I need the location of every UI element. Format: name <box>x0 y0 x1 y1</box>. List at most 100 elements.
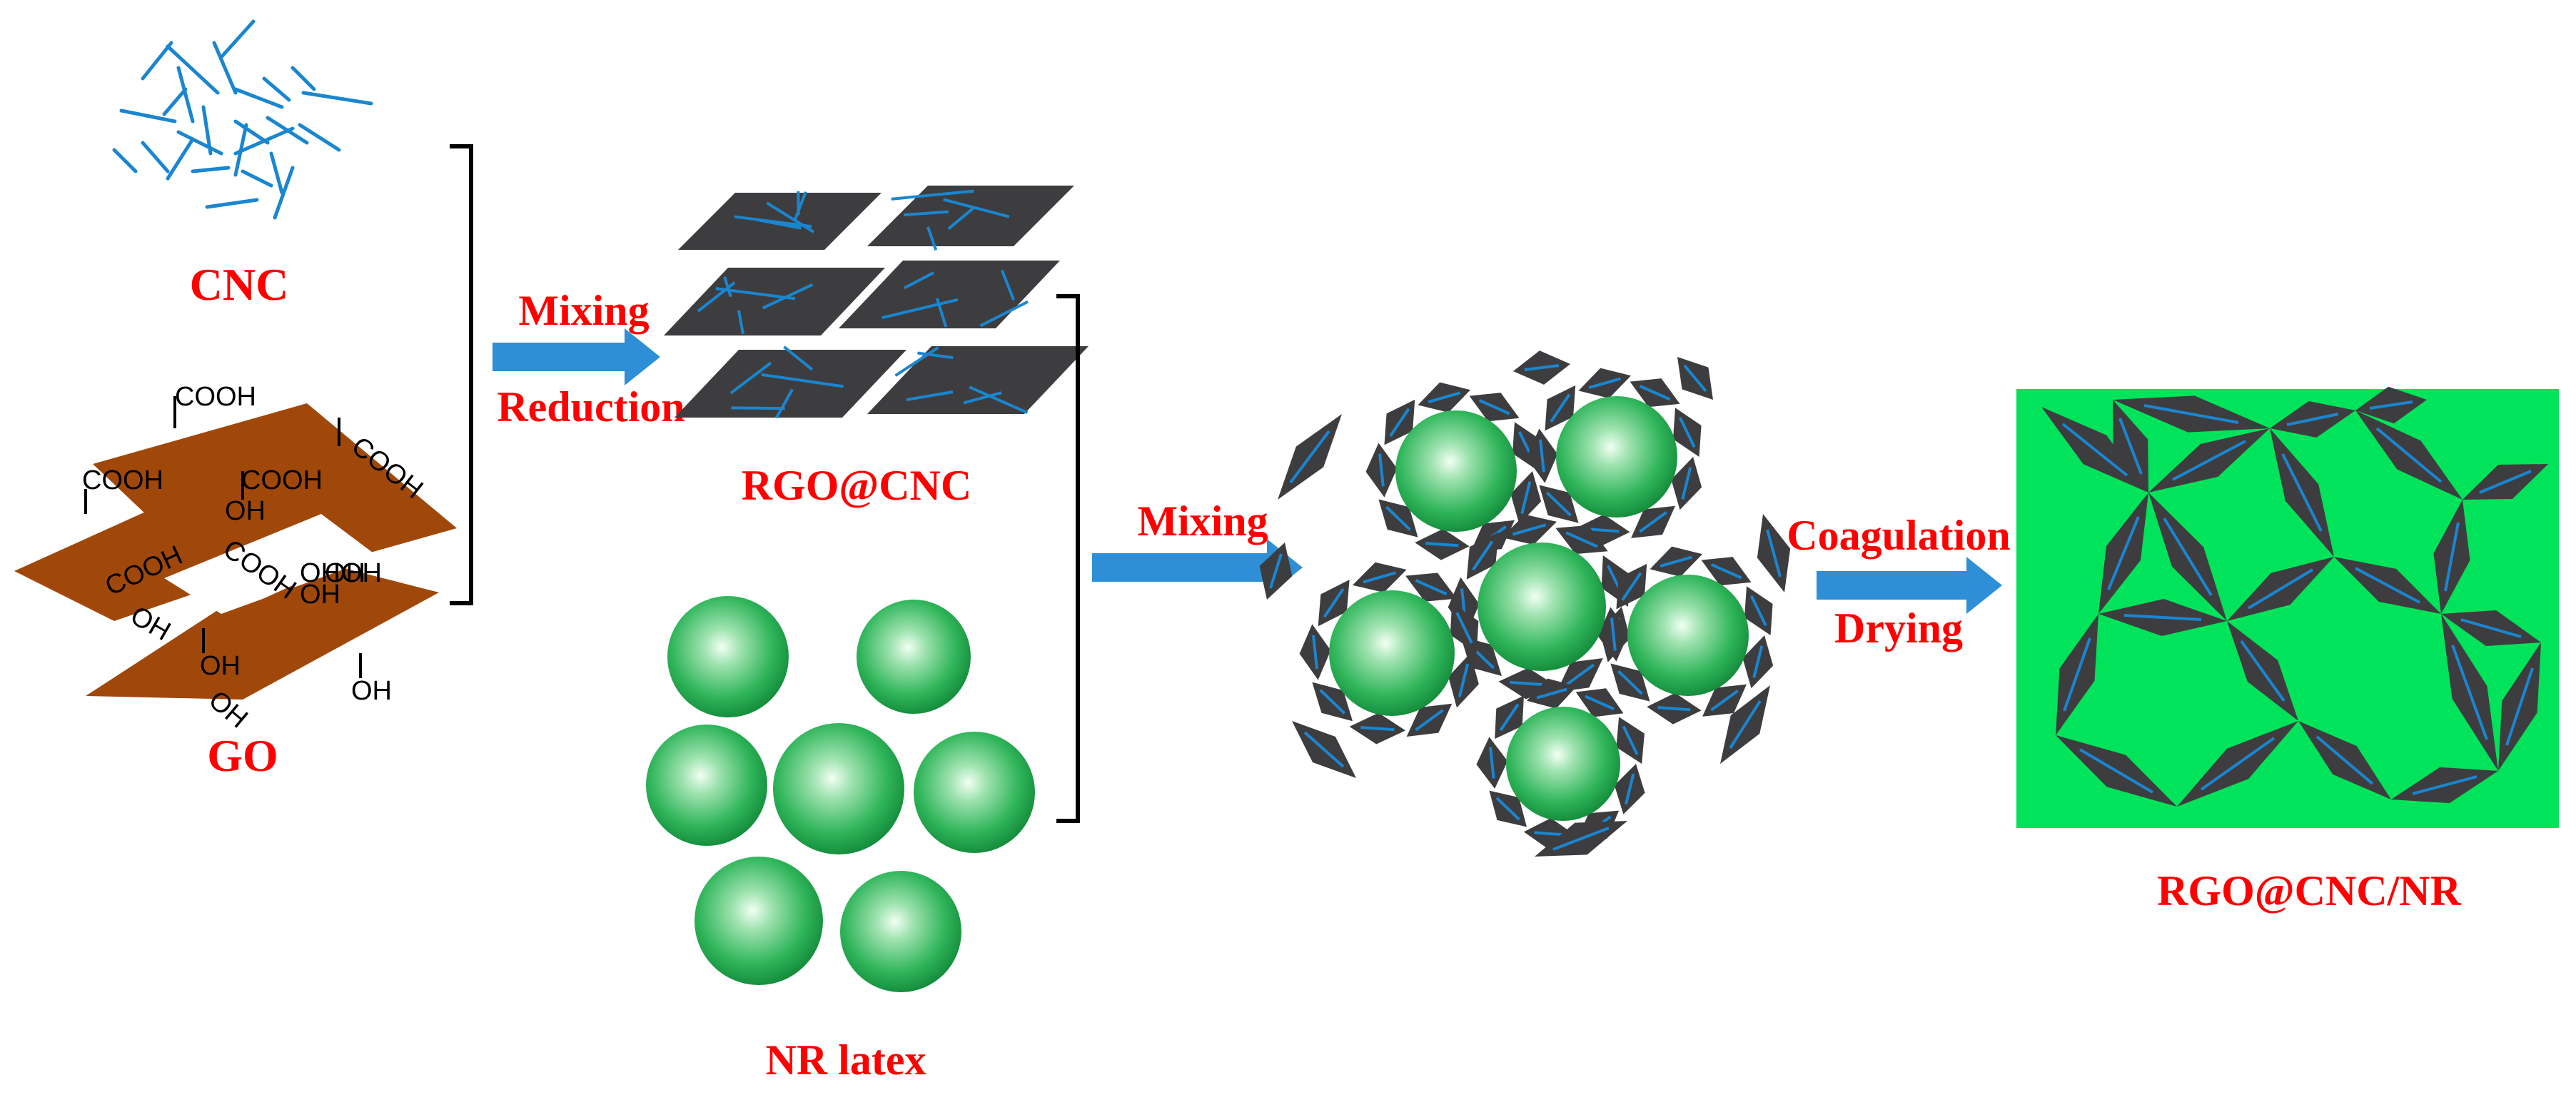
cnc-rod <box>1458 663 1470 697</box>
oh-group: OH <box>325 558 365 588</box>
go-label: GO <box>207 730 278 781</box>
cnc-rod <box>894 346 939 377</box>
final-composite-label: RGO@CNC/NR <box>2157 867 2461 914</box>
cnc-rod <box>212 41 238 95</box>
cnc-rod <box>1319 689 1346 715</box>
cnc-rod <box>2143 404 2239 424</box>
cnc-rod <box>241 169 273 188</box>
cnc-rod <box>1622 725 1639 755</box>
coated-latex-particle <box>1478 543 1606 671</box>
rgo-cnc-network <box>2041 386 2548 807</box>
cnc-rod <box>1385 505 1411 531</box>
cnc-nanocrystals <box>112 19 373 220</box>
bracket-left <box>450 144 473 605</box>
cnc-rod <box>2505 667 2534 746</box>
cnc-rod <box>1565 531 1598 548</box>
cnc-rod <box>1534 831 1566 837</box>
oh-group: OH <box>300 580 340 610</box>
bracket-right <box>1056 294 1080 823</box>
cnc-rod <box>904 271 934 290</box>
cnc-rod <box>1586 528 1620 533</box>
cnc-rod <box>2107 516 2140 590</box>
cnc-rod <box>291 66 316 91</box>
cnc-rod <box>1536 687 1567 700</box>
cnc-rod <box>969 385 1029 414</box>
cnc-rod <box>793 191 807 222</box>
cnc-rod <box>1660 555 1692 568</box>
cnc-rod <box>1766 529 1782 577</box>
cnc-rod <box>1539 439 1545 473</box>
cnc-rod <box>112 148 138 173</box>
cnc-rod <box>1478 399 1510 415</box>
cooh-group: COOH <box>82 465 163 495</box>
cnc-rod <box>979 300 1029 328</box>
cnc-rod <box>1657 706 1691 712</box>
coated-latex-particle <box>1329 590 1455 716</box>
oh-group: OH <box>200 651 241 681</box>
cnc-rod <box>1455 612 1473 644</box>
cnc-rod <box>176 130 223 156</box>
cnc-rod <box>141 141 170 173</box>
cnc-rod <box>1289 430 1330 484</box>
cnc-rod <box>2315 735 2374 785</box>
cnc-rod <box>766 201 815 233</box>
cnc-rod <box>1617 670 1643 695</box>
oh-group: OH <box>225 496 266 526</box>
cnc-rod <box>734 215 812 228</box>
cnc-rod <box>1621 572 1642 601</box>
cnc-rod <box>141 41 173 81</box>
cnc-rod <box>1552 827 1610 851</box>
cooh-group: COOH <box>241 465 323 495</box>
cnc-rod <box>2479 470 2532 494</box>
cnc-rod <box>2172 440 2246 481</box>
cnc-rod <box>1710 690 1739 712</box>
latex-particle <box>840 871 961 992</box>
rgo-sheet <box>867 346 1089 414</box>
cnc-rod <box>1389 408 1410 437</box>
cnc-rod <box>917 351 954 360</box>
cnc-label: CNC <box>190 259 289 310</box>
cnc-rod <box>1524 364 1560 371</box>
cnc-rod <box>2079 748 2154 794</box>
cnc-rod <box>1415 709 1444 732</box>
cnc-rod <box>2247 568 2314 610</box>
oh-group: OH <box>351 676 392 706</box>
cnc-rod <box>2286 413 2339 426</box>
arrow-label-drying: Drying <box>1834 605 1963 652</box>
oh-group: OH <box>341 558 382 588</box>
rgo-coated-latex-cluster <box>1259 350 1791 857</box>
cnc-rod <box>783 345 814 371</box>
cnc-rod <box>1360 725 1395 732</box>
cnc-rod <box>1585 695 1615 711</box>
cnc-rod <box>1510 680 1545 687</box>
cnc-rod <box>2369 400 2413 410</box>
cnc-rod <box>1499 703 1520 732</box>
cnc-rod <box>269 151 284 195</box>
cnc-rod <box>2200 737 2276 791</box>
cnc-rod <box>1683 364 1707 393</box>
coated-latex-particle <box>1627 575 1749 696</box>
cnc-rod <box>2061 423 2128 477</box>
cnc-rod <box>1323 588 1345 618</box>
cnc-rod <box>166 44 220 95</box>
cnc-rod <box>1378 453 1385 487</box>
cnc-rod <box>2240 640 2285 702</box>
cnc-rod <box>273 166 295 220</box>
arrow-label-mixing: Mixing <box>518 287 649 334</box>
cnc-rod <box>963 391 1002 405</box>
cnc-rod <box>233 126 295 156</box>
nr-latex-particles <box>646 596 1035 992</box>
cnc-rod <box>1752 645 1764 678</box>
cnc-rod <box>1269 553 1283 589</box>
cnc-rod <box>774 388 794 419</box>
cnc-rod <box>2123 614 2202 621</box>
cnc-rod <box>1710 563 1742 580</box>
cnc-rod <box>1624 773 1635 805</box>
cnc-rod <box>166 137 195 181</box>
latex-particle <box>857 600 971 714</box>
cnc-rod <box>162 87 188 116</box>
latex-particle <box>646 725 767 846</box>
cnc-rod <box>298 123 341 152</box>
